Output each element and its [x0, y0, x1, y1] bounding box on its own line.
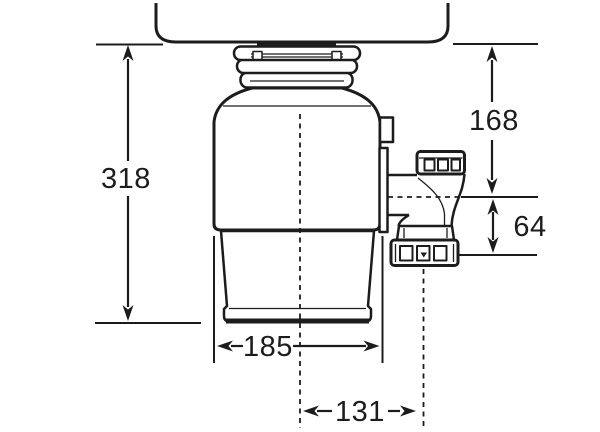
collar-screw-right: [331, 50, 342, 61]
outlet-top-nut: [415, 150, 466, 176]
top-nut-window: [450, 158, 461, 172]
sink-bottom-outline: [154, 3, 450, 44]
disposer-body: [212, 86, 382, 232]
outlet-bottom-nut: [389, 224, 460, 267]
arrowhead-up: [122, 45, 134, 61]
sink: [96, 3, 538, 46]
dim-outlet-drop: 64: [459, 199, 546, 256]
side-junction-box: [378, 116, 395, 144]
elbow-left-curve: [397, 213, 410, 227]
outlet-flange: [378, 146, 389, 234]
arrowhead-right: [400, 405, 416, 417]
arrowhead-down: [487, 237, 499, 253]
dim-label-318: 318: [101, 163, 151, 195]
collar-screw-left: [252, 50, 263, 61]
arrowhead-up: [486, 46, 498, 62]
arrowhead-left: [217, 340, 233, 352]
sink-flange-gasket: [257, 40, 336, 47]
bottom-nut-window: [416, 245, 431, 262]
elbow-right-curve: [450, 173, 466, 227]
arrowhead-down: [122, 305, 134, 321]
bottom-nut-window: [399, 245, 414, 262]
elbow-inner-curve: [417, 177, 446, 225]
dim-label-64: 64: [513, 211, 546, 243]
arrowhead-down: [486, 178, 498, 194]
arrowhead-right: [363, 340, 380, 352]
drawing: 318 168 64 185: [95, 3, 546, 428]
disposer-unit: [212, 40, 395, 324]
dim-label-168: 168: [469, 105, 519, 137]
top-nut-outline: [415, 150, 466, 176]
dim-overall-height: 318: [95, 45, 201, 324]
bottom-nut-mark: [420, 252, 427, 258]
dim-body-width: 185: [213, 236, 384, 363]
outlet-assembly: [378, 146, 466, 267]
arrowhead-up: [487, 199, 499, 215]
dim-outlet-offset: 131: [303, 396, 416, 428]
dim-label-185: 185: [243, 331, 293, 363]
top-nut-window: [423, 158, 436, 172]
dim-label-131: 131: [335, 396, 385, 428]
top-nut-window: [437, 158, 449, 172]
mounting-collar: [232, 45, 362, 89]
centerlines: [299, 114, 459, 428]
collar-rib-lower: [239, 71, 354, 89]
bottom-collar: [395, 224, 456, 242]
collar-rib-middle: [235, 58, 359, 75]
dim-sink-to-outlet: 168: [461, 46, 538, 198]
bottom-nut-window: [433, 245, 448, 262]
arrowhead-left: [303, 405, 319, 417]
